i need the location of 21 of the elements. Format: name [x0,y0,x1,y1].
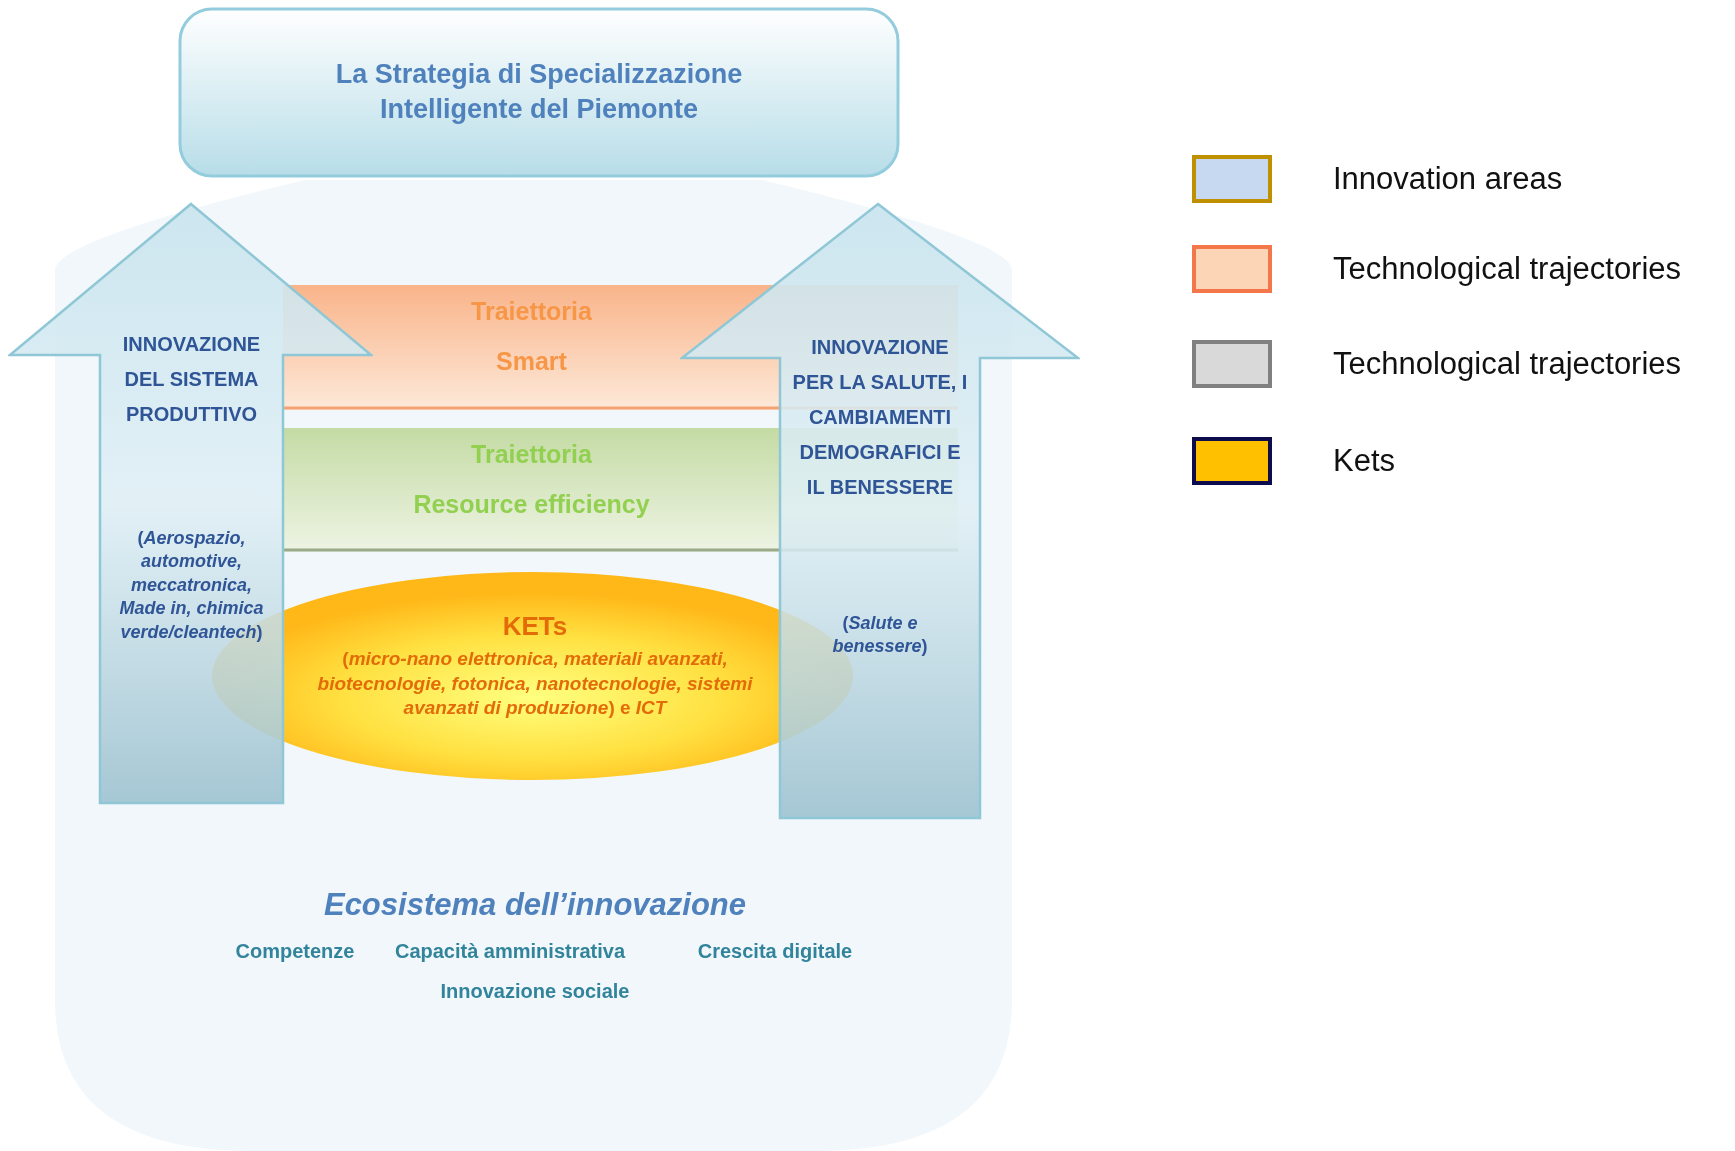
panel-item: Innovazione sociale [439,979,631,1004]
legend-label: Technological trajectories [1333,346,1682,382]
band-label: Traiettoria [470,439,593,470]
arrow-description: (Salute e benessere) [831,612,929,659]
ellipse-heading: KETs [501,610,569,643]
panel-heading: Ecosistema dell’innovazione [322,886,748,924]
title-banner [178,7,900,178]
legend-label: Innovation areas [1333,161,1563,197]
panel-item: Crescita digitale [696,939,854,964]
legend-label: Kets [1333,443,1396,479]
band-label: Smart [495,346,568,377]
band-label: Resource efficiency [412,489,651,520]
arrow-description: (Aerospazio, automotive, meccatronica, Made in, chimica verde/cleantech) [119,527,264,644]
panel-item: Competenze [234,939,356,964]
band-label: Traiettoria [470,296,593,327]
ellipse-description: (micro-nano elettronica, materiali avanzati, biotecnologie, fotonica, nanotecnologie, sistemi avanzati di produzione) e ICT [316,647,754,721]
panel-item: Capacità amministrativa [393,939,627,964]
legend-label: Technological trajectories [1333,251,1682,287]
arrow-heading: INNOVAZIONE PER LA SALUTE, I CAMBIAMENTI DEMOGRAFICI E IL BENESSERE [792,335,968,500]
banner-title: La Strategia di Specializzazione Intelligente del Piemonte [334,58,744,127]
arrow-heading: INNOVAZIONE DEL SISTEMA PRODUTTIVO [121,332,262,427]
